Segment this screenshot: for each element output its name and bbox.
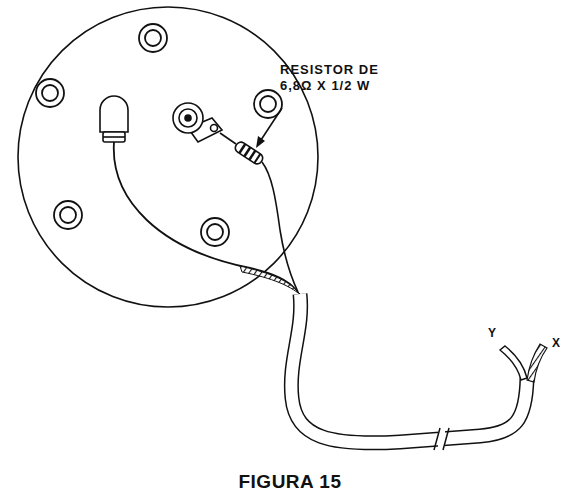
cable-end xyxy=(500,344,547,382)
coax-socket xyxy=(173,103,222,142)
mounting-holes xyxy=(36,24,282,246)
center-wire xyxy=(280,230,298,292)
mounting-plate xyxy=(18,7,318,307)
coax-cable xyxy=(291,294,527,450)
wire-label: X xyxy=(552,336,560,351)
resistor-symbol xyxy=(220,133,280,230)
leader-arrow xyxy=(256,108,282,148)
resistor-label: RESISTOR DE 6,8Ω X 1/2 W xyxy=(280,62,402,95)
lamp-symbol xyxy=(100,96,128,142)
figure-caption: FIGURA 15 xyxy=(238,470,341,494)
wire-label: Y xyxy=(488,326,496,341)
lamp-wire xyxy=(114,142,296,290)
